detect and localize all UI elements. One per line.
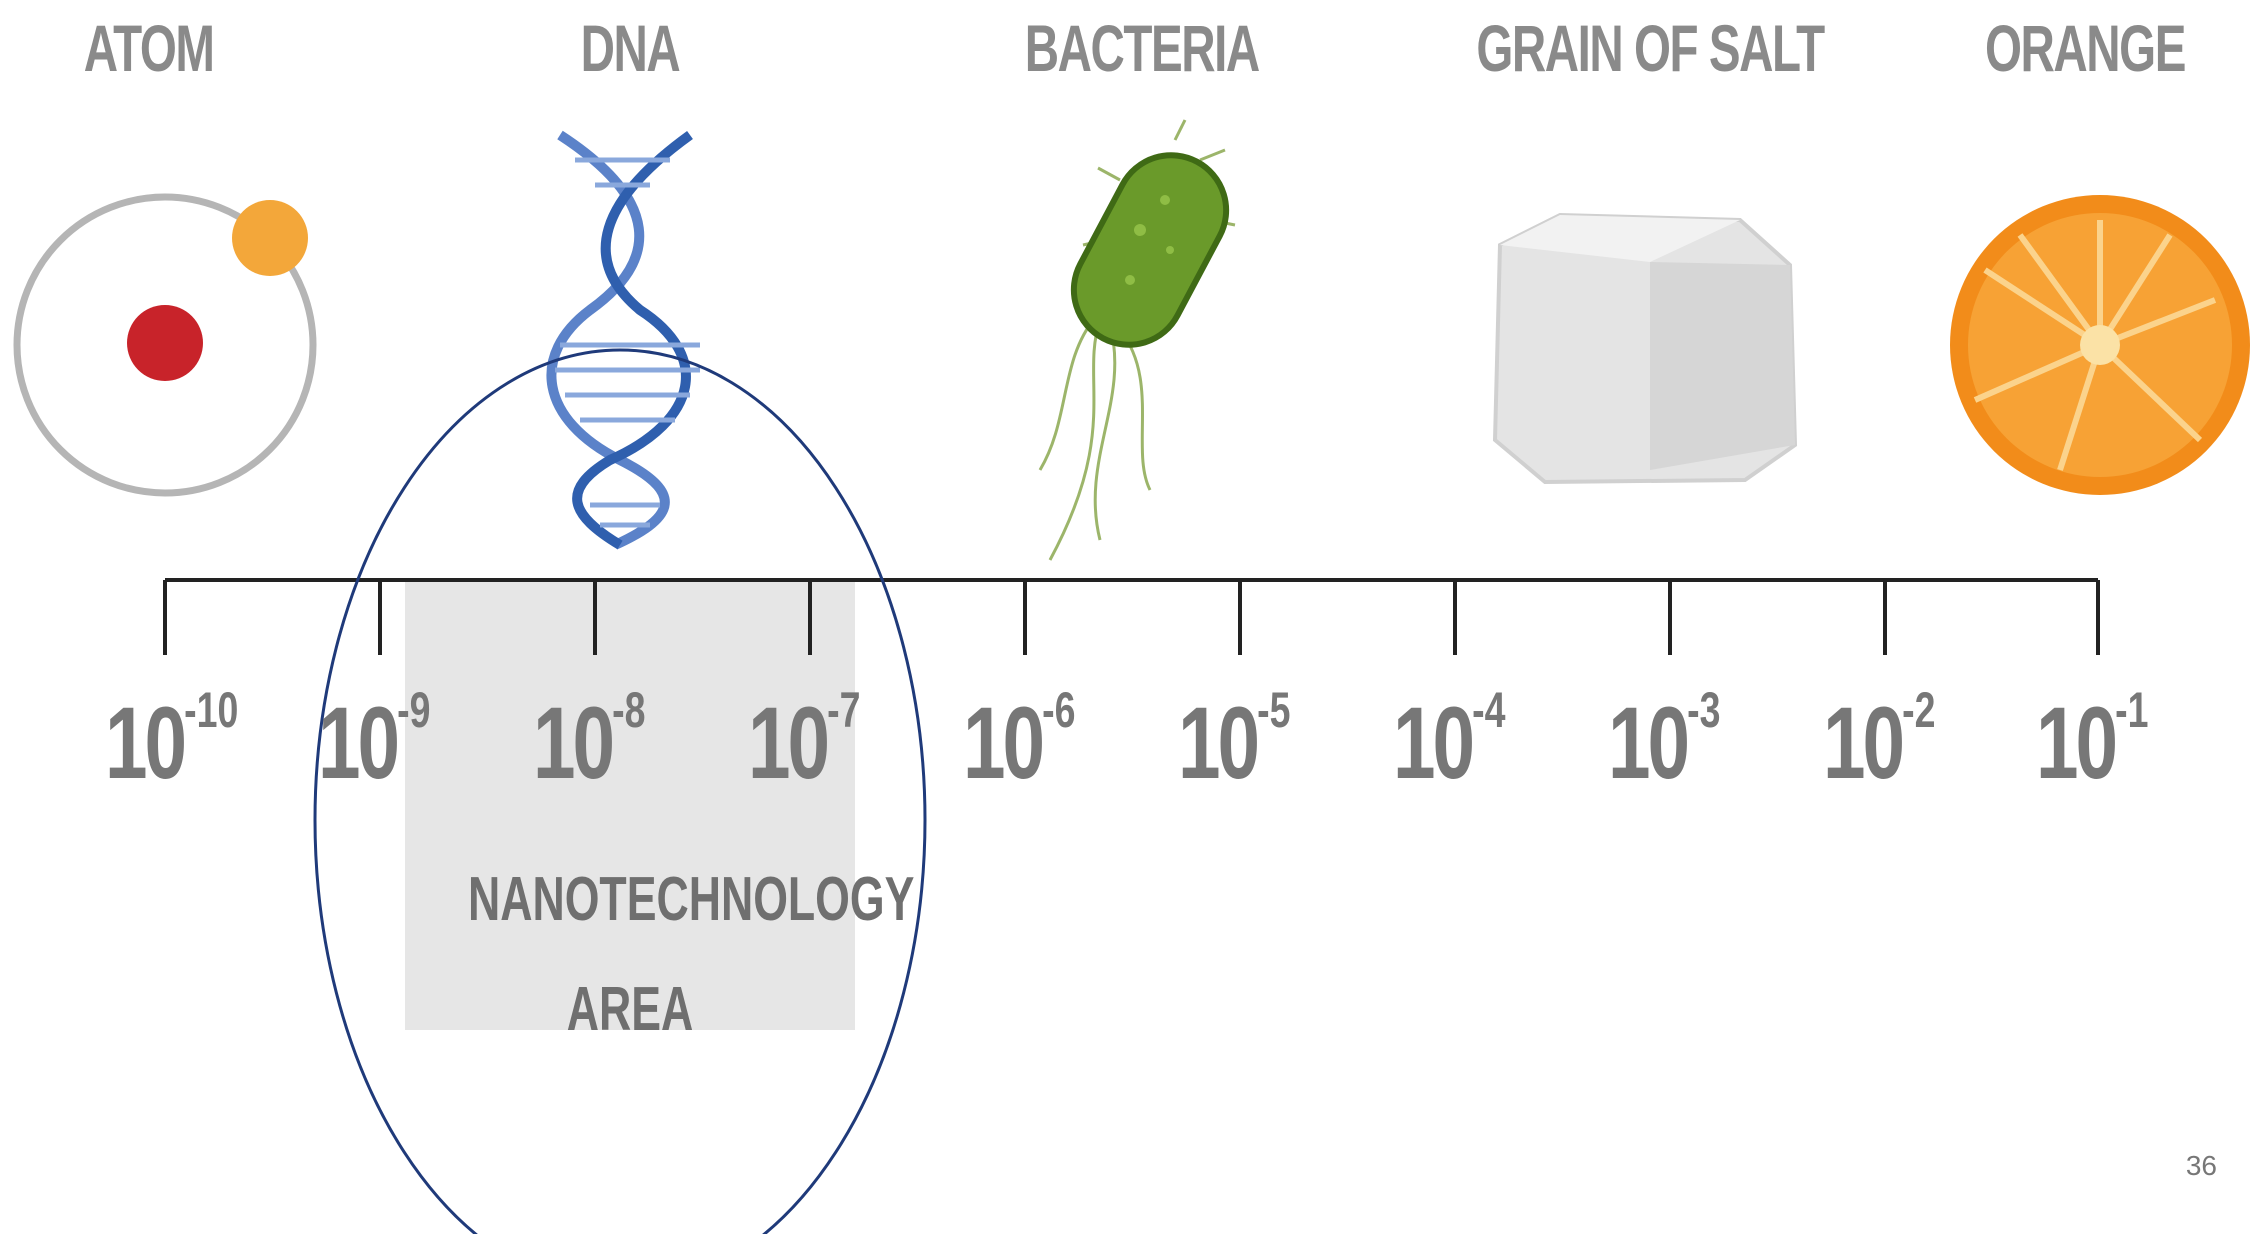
tick-label: 10-10 bbox=[105, 685, 238, 802]
tick-label: 10-2 bbox=[1823, 685, 1935, 802]
tick-label: 10-6 bbox=[963, 685, 1075, 802]
tick-label: 10-3 bbox=[1608, 685, 1720, 802]
tick-label: 10-8 bbox=[533, 685, 645, 802]
bacteria-icon bbox=[1040, 120, 1246, 560]
atom-icon bbox=[17, 197, 313, 493]
page-number: 36 bbox=[2186, 1150, 2217, 1182]
tick-label: 10-1 bbox=[2036, 685, 2148, 802]
orange-icon bbox=[1950, 195, 2250, 495]
tick-label: 10-9 bbox=[318, 685, 430, 802]
tick-label: 10-4 bbox=[1393, 685, 1505, 802]
dna-icon bbox=[551, 135, 700, 545]
scale-axis bbox=[165, 580, 2098, 655]
tick-label: 10-7 bbox=[748, 685, 860, 802]
grain-of-salt-icon bbox=[1495, 215, 1795, 482]
tick-label: 10-5 bbox=[1178, 685, 1290, 802]
